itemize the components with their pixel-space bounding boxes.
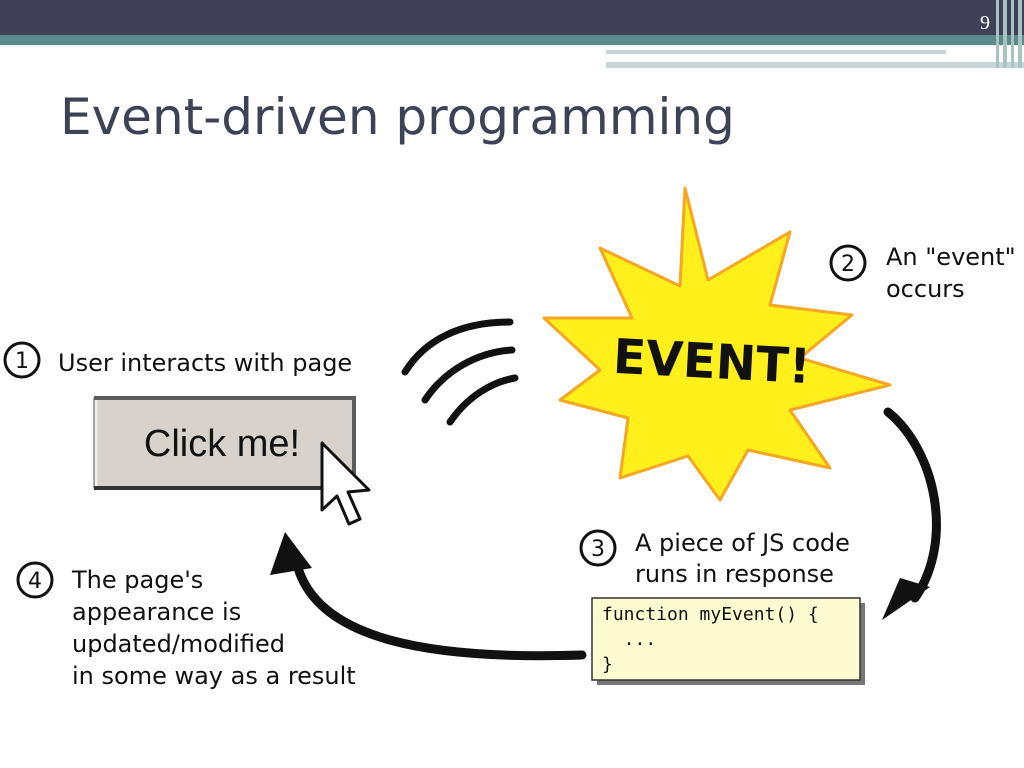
- step-3-badge: [579, 529, 617, 567]
- header-accent-line: [606, 50, 946, 54]
- step-2-line-2: occurs: [886, 275, 965, 303]
- curved-arrow-icon: [882, 407, 941, 620]
- step-2-number: 2: [841, 252, 855, 277]
- step-3-line-1: A piece of JS code: [635, 529, 850, 557]
- step-3-number: 3: [591, 537, 605, 562]
- event-label: EVENT!: [612, 329, 812, 395]
- step-2-badge: [829, 244, 867, 282]
- step-4-line-2: appearance is: [72, 598, 241, 626]
- event-burst: EVENT!: [542, 186, 892, 502]
- header-accent-line-lower: [606, 62, 1024, 68]
- code-line-2: ...: [602, 629, 656, 650]
- code-line-1: function myEvent() {: [602, 604, 819, 625]
- step-2: 2 An "event" occurs: [829, 243, 1016, 303]
- slide-title: Event-driven programming: [60, 88, 735, 146]
- step-4: 4 The page's appearance is updated/modif…: [16, 561, 356, 690]
- click-me-button[interactable]: Click me!: [93, 396, 356, 490]
- return-arrow-icon: [270, 532, 587, 661]
- step-3: 3 A piece of JS code runs in response: [579, 529, 850, 588]
- header-stripes: [994, 0, 1024, 68]
- step-1-badge: [3, 341, 41, 379]
- header-bar: [0, 0, 1024, 35]
- header-accent-band: [0, 35, 1024, 45]
- slide-number: 9: [980, 12, 990, 34]
- code-box: function myEvent() { ... }: [591, 597, 865, 685]
- step-1-number: 1: [15, 349, 29, 374]
- cursor-arrow-icon: [320, 441, 371, 526]
- step-2-line-1: An "event": [886, 243, 1016, 271]
- step-4-line-4: in some way as a result: [72, 662, 356, 690]
- step-1: 1 User interacts with page: [3, 341, 352, 379]
- motion-lines-icon: [401, 318, 519, 426]
- click-me-button-label: Click me!: [144, 423, 300, 465]
- step-3-line-2: runs in response: [635, 560, 834, 588]
- step-4-badge: [16, 561, 54, 599]
- code-line-3: }: [602, 654, 613, 675]
- burst-shape: [542, 186, 892, 502]
- step-4-line-1: The page's: [71, 566, 203, 594]
- step-1-label: User interacts with page: [58, 349, 352, 377]
- step-4-number: 4: [28, 569, 42, 594]
- step-4-line-3: updated/modified: [72, 630, 285, 658]
